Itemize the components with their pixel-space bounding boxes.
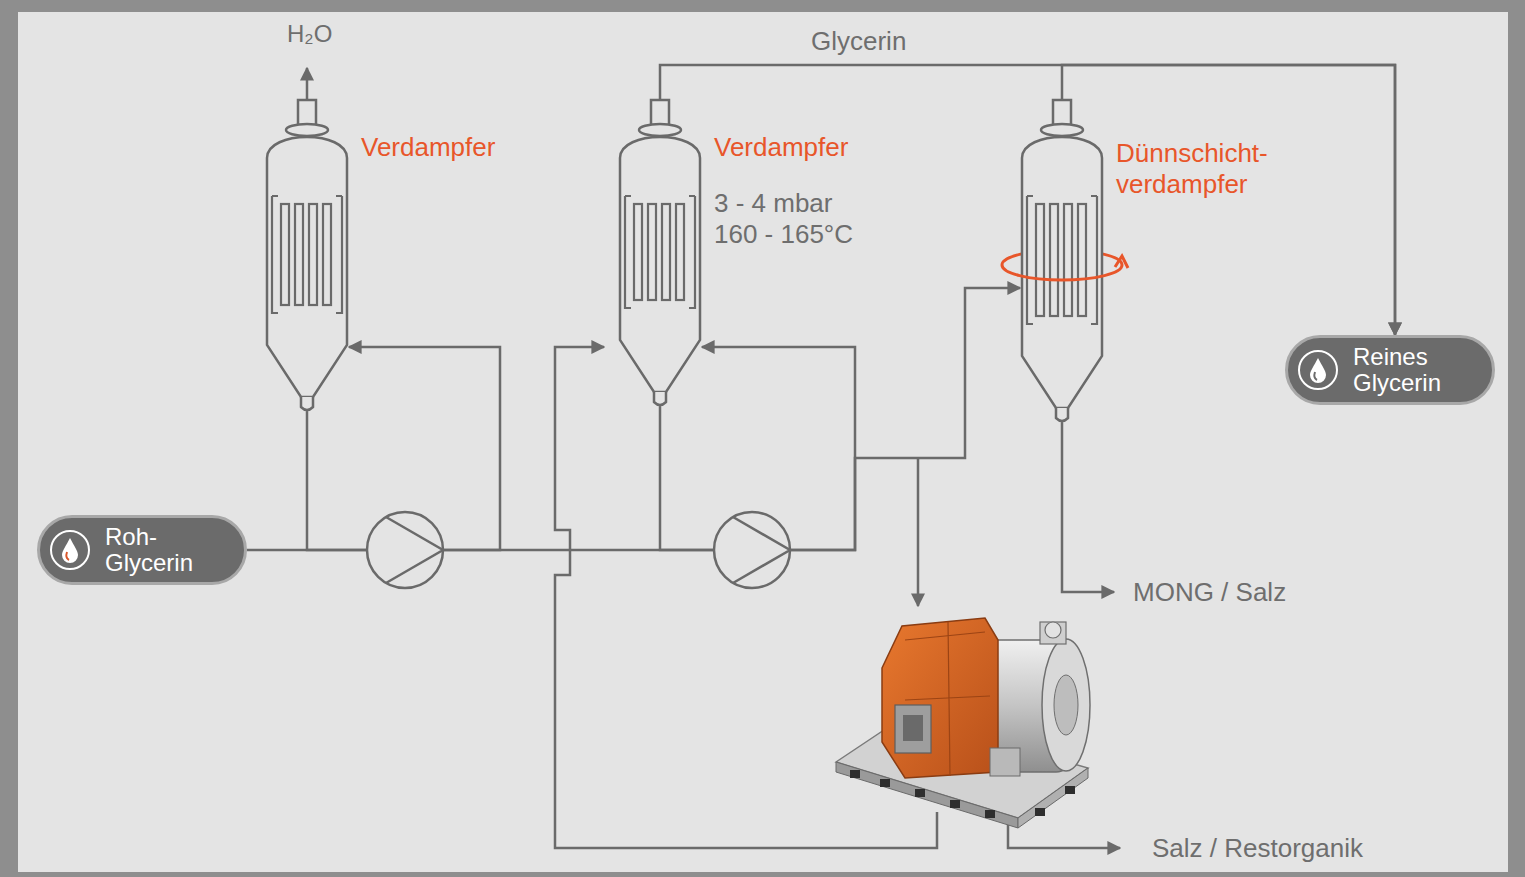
- equipment-name: Dünnschicht- verdampfer: [1116, 138, 1291, 200]
- flow-line: [660, 65, 1395, 335]
- evaporator: Verdampfer: [265, 100, 349, 425]
- flow-line: [660, 288, 1020, 550]
- drop-icon: [1310, 358, 1326, 383]
- evaporator: Verdampfer3 - 4 mbar 160 - 165°C: [618, 100, 702, 420]
- terminal-label: Reines Glycerin: [1353, 344, 1473, 397]
- pill-shape: [1287, 337, 1494, 404]
- pump-symbol: [367, 512, 443, 588]
- rotor-symbol: [1002, 265, 1122, 280]
- stream-label: Glycerin: [808, 26, 909, 57]
- drop-icon: [51, 531, 89, 569]
- output-terminal: Reines Glycerin: [1285, 335, 1495, 405]
- vapour-outlet: [306, 68, 309, 100]
- equipment-name: Verdampfer: [714, 132, 884, 163]
- vessel-outline: [1020, 100, 1104, 436]
- vessel-outline: [265, 100, 349, 425]
- rotor-arrowhead: [1115, 256, 1128, 268]
- vessel-outlet: [654, 392, 666, 420]
- stream-label: MONG / Salz: [1133, 577, 1286, 608]
- flow-line: [1062, 65, 1395, 335]
- vessel-outline: [618, 100, 702, 420]
- vessel-body: [1022, 137, 1102, 408]
- pill-shape: [39, 517, 246, 584]
- vessel-flange: [1041, 124, 1083, 136]
- heater-tubes: [625, 196, 695, 308]
- drop-icon: [1314, 372, 1317, 380]
- flow-line: [247, 347, 500, 550]
- vessel-flange: [639, 124, 681, 136]
- vessel-body: [620, 137, 700, 392]
- vessel-flange: [286, 124, 328, 136]
- input-terminal: Roh- Glycerin: [37, 515, 247, 585]
- drop-icon: [66, 552, 69, 560]
- centrifuge-feed: [917, 458, 920, 606]
- drop-icon: [62, 538, 78, 563]
- heater-tubes: [272, 196, 342, 313]
- vapour-label: H₂O: [287, 20, 332, 49]
- vessel-body: [267, 137, 347, 397]
- residue-line: [1062, 436, 1114, 592]
- vessel-outlet: [1056, 408, 1068, 436]
- stream-label: Salz / Restorganik: [1152, 833, 1363, 864]
- centrifuge: [836, 618, 1090, 828]
- heater-tubes: [1027, 196, 1097, 324]
- thin-film-evaporator: Dünnschicht- verdampfer: [1020, 100, 1104, 436]
- drop-icon: [1299, 351, 1337, 389]
- pump-symbol: [714, 512, 790, 588]
- operating-condition: 3 - 4 mbar 160 - 165°C: [714, 188, 864, 250]
- terminal-label: Roh- Glycerin: [105, 524, 225, 577]
- vessel-outlet: [301, 397, 313, 425]
- equipment-name: Verdampfer: [361, 132, 531, 163]
